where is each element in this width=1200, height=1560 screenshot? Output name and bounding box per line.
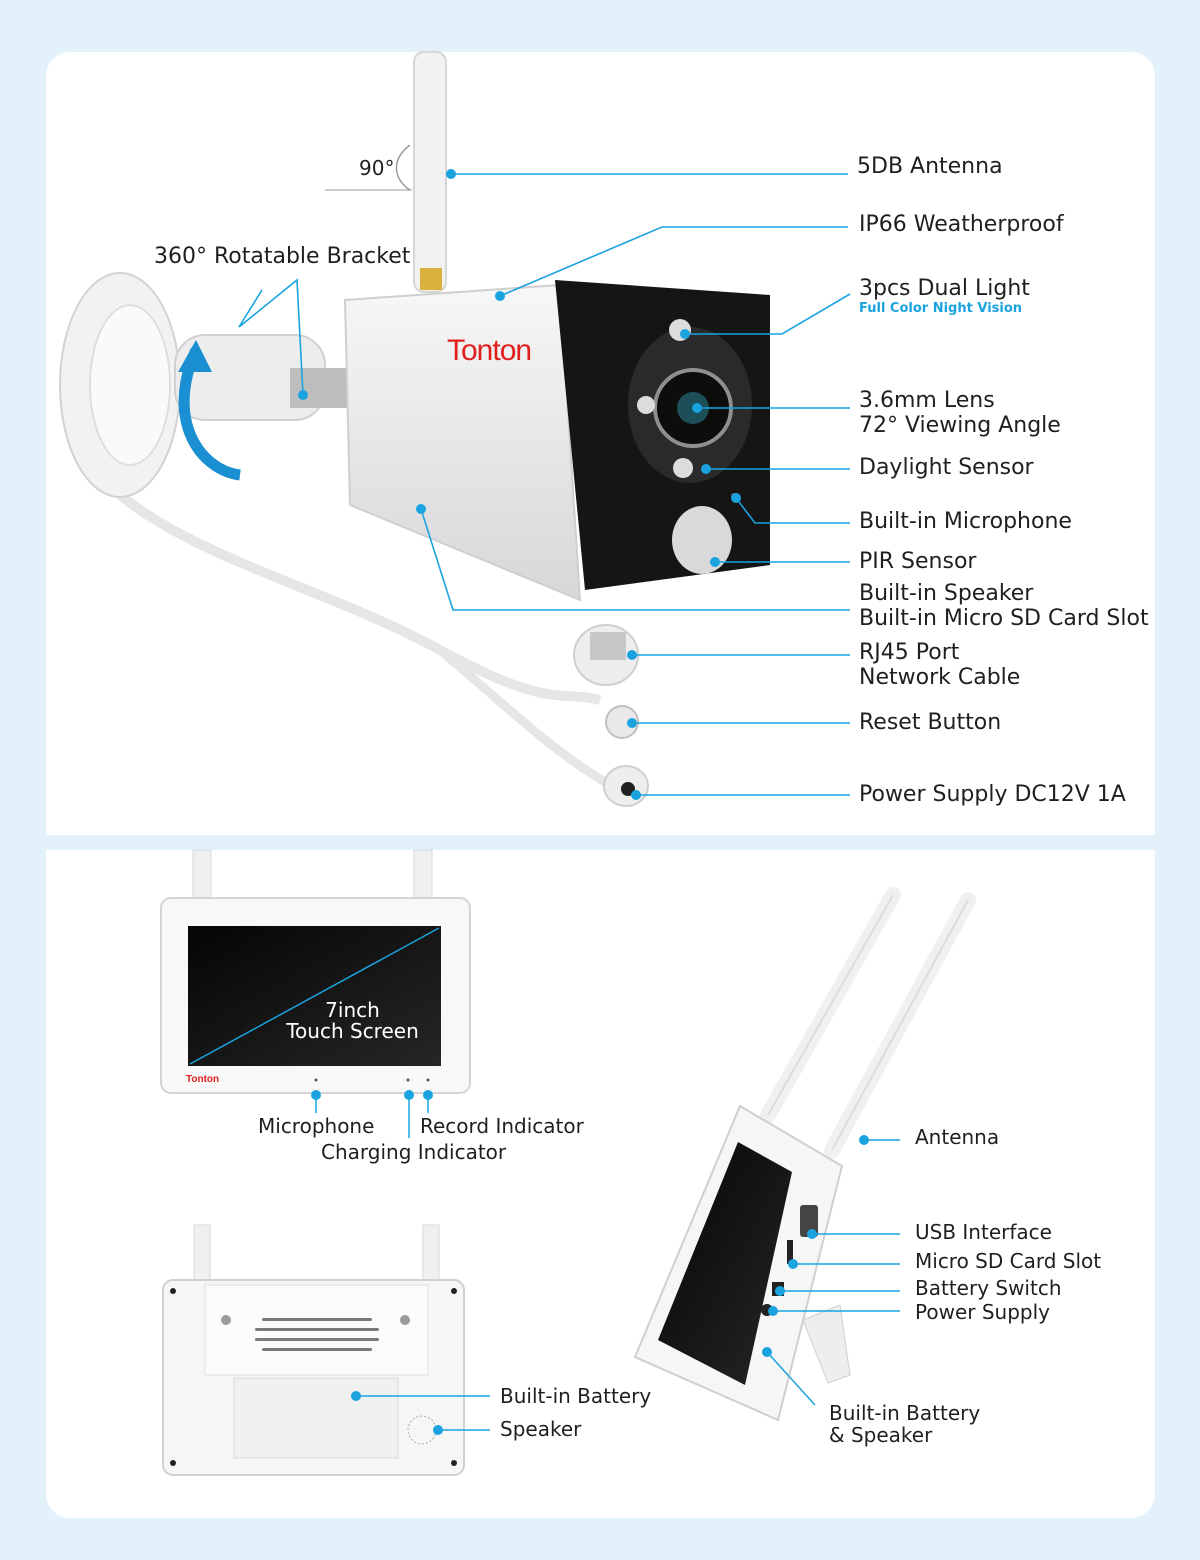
label-reset: Reset Button xyxy=(859,710,1002,735)
label-lens: 3.6mm Lens 72° Viewing Angle xyxy=(859,388,1061,438)
label-lens-main: 3.6mm Lens xyxy=(859,388,995,413)
label-side-speaker: & Speaker xyxy=(829,1423,933,1448)
label-rj45-sub: Network Cable xyxy=(859,664,1021,690)
camera-brand-logo: Tonton xyxy=(447,334,532,367)
screen-caption: 7inch Touch Screen xyxy=(270,1000,435,1042)
screen-caption-line1: 7inch xyxy=(325,998,380,1022)
monitor-side-illustration xyxy=(633,887,976,1422)
monitor-brand-logo: Tonton xyxy=(186,1074,220,1085)
screen-caption-line2: Touch Screen xyxy=(286,1019,419,1043)
label-weatherproof: IP66 Weatherproof xyxy=(859,212,1064,237)
camera-callout-lines xyxy=(238,173,851,796)
label-sd-sub: Built-in Micro SD Card Slot xyxy=(859,605,1149,631)
camera-callout-dots xyxy=(298,169,741,800)
label-side-antenna: Antenna xyxy=(915,1125,1000,1149)
label-monitor-microphone: Microphone xyxy=(258,1114,375,1138)
label-power: Power Supply DC12V 1A xyxy=(859,782,1126,807)
label-antenna: 5DB Antenna xyxy=(857,154,1003,179)
label-dual-light-main: 3pcs Dual Light xyxy=(859,276,1030,301)
label-side-power: Power Supply xyxy=(915,1300,1050,1324)
label-battery-switch: Battery Switch xyxy=(915,1276,1062,1300)
label-usb: USB Interface xyxy=(915,1220,1052,1244)
label-lens-sub: 72° Viewing Angle xyxy=(859,412,1061,438)
label-pir-sensor: PIR Sensor xyxy=(859,549,977,574)
monitor-back-illustration xyxy=(162,1224,465,1476)
label-speaker-sd: Built-in Speaker Built-in Micro SD Card … xyxy=(859,581,1149,631)
label-charging-indicator: Charging Indicator xyxy=(321,1140,507,1164)
label-dual-light: 3pcs Dual Light Full Color Night Vision xyxy=(859,276,1030,316)
bracket-label: 360° Rotatable Bracket xyxy=(154,244,411,269)
label-side-battery: Built-in Battery xyxy=(829,1401,981,1425)
label-rj45-main: RJ45 Port xyxy=(859,640,960,665)
label-rj45: RJ45 Port Network Cable xyxy=(859,640,1021,690)
label-microphone: Built-in Microphone xyxy=(859,509,1072,534)
label-back-battery: Built-in Battery xyxy=(500,1384,652,1408)
label-dual-light-sub: Full Color Night Vision xyxy=(859,300,1023,316)
monitor-front-illustration xyxy=(160,849,471,1094)
label-side-battery-speaker: Built-in Battery & Speaker xyxy=(829,1402,980,1447)
angle-label: 90° xyxy=(359,156,395,180)
camera-illustration xyxy=(59,51,770,807)
label-daylight-sensor: Daylight Sensor xyxy=(859,455,1034,480)
label-record-indicator: Record Indicator xyxy=(420,1114,584,1138)
label-speaker-main: Built-in Speaker xyxy=(859,581,1034,606)
label-back-speaker: Speaker xyxy=(500,1417,582,1441)
label-side-sd: Micro SD Card Slot xyxy=(915,1249,1102,1273)
